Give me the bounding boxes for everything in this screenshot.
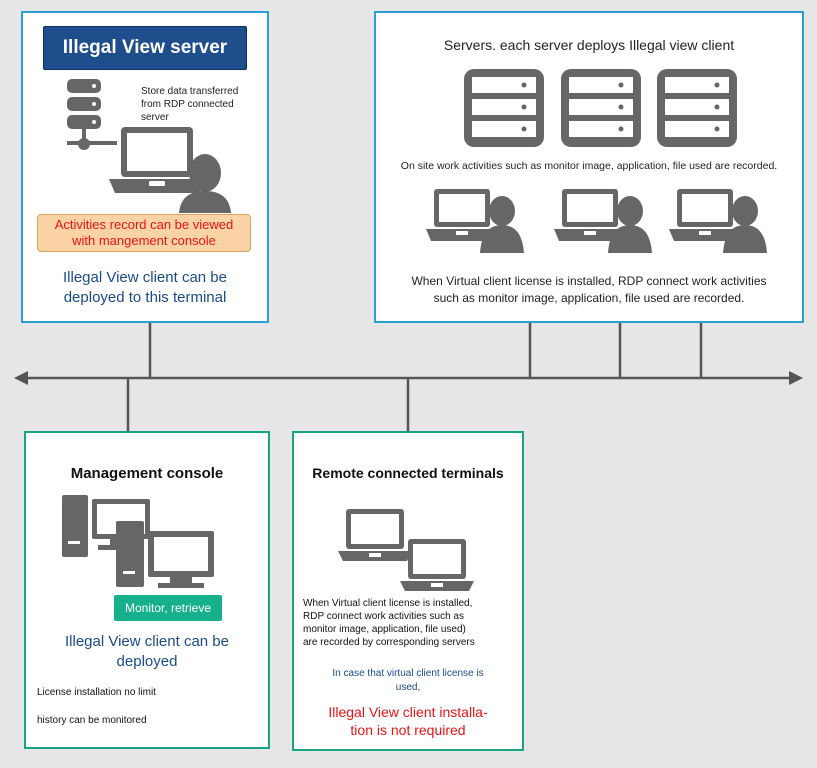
server-icon: [464, 69, 544, 147]
remote-virtual-note: When Virtual client license is installed…: [303, 598, 475, 648]
laptop-user-icon: [426, 189, 524, 253]
mgmt-client-note: Illegal View client can be deployed: [65, 633, 229, 670]
servers-title: Servers. each server deploys Illegal vie…: [443, 37, 735, 53]
monitor-retrieve-badge: Monitor, retrieve: [114, 595, 222, 621]
store-data-note: Store data transferred from RDP connecte…: [141, 86, 239, 123]
remote-terminals-title: Remote connected terminals: [312, 465, 504, 481]
person-icon: [179, 154, 231, 213]
servers-virtual-note: When Virtual client license is installed…: [411, 274, 767, 305]
illegal-view-server-panel: Illegal View server Store data transferr…: [21, 11, 269, 323]
server-icon: [561, 69, 641, 147]
server-title-banner: Illegal View server: [43, 26, 247, 70]
license-note: License installation no limit: [37, 687, 156, 698]
server-title: Illegal View server: [62, 37, 228, 58]
server-icon: [657, 69, 737, 147]
remote-terminals-panel: Remote connected terminals When Virtual …: [292, 431, 524, 751]
history-note: history can be monitored: [37, 715, 147, 726]
desktop-computer-icon: [62, 495, 214, 588]
onsite-activities-note: On site work activities such as monitor …: [400, 160, 778, 172]
management-console-panel: Management console Monitor, retrieve Ill…: [24, 431, 270, 749]
laptop-icon: [109, 127, 205, 193]
laptop-user-icon: [669, 189, 767, 253]
server-client-note: Illegal View client can be deployed to t…: [63, 269, 227, 306]
servers-panel: Servers. each server deploys Illegal vie…: [374, 11, 804, 323]
management-console-title: Management console: [70, 465, 224, 482]
laptop-icon: [338, 509, 474, 591]
server-stack-icon: [67, 79, 117, 150]
client-not-required-note: Illegal View client installa- tion is no…: [328, 704, 488, 738]
laptop-user-icon: [554, 189, 652, 253]
activities-record-callout: Activities record can be viewed with man…: [37, 214, 251, 252]
virtual-license-case-note: In case that virtual client license is u…: [332, 668, 484, 693]
